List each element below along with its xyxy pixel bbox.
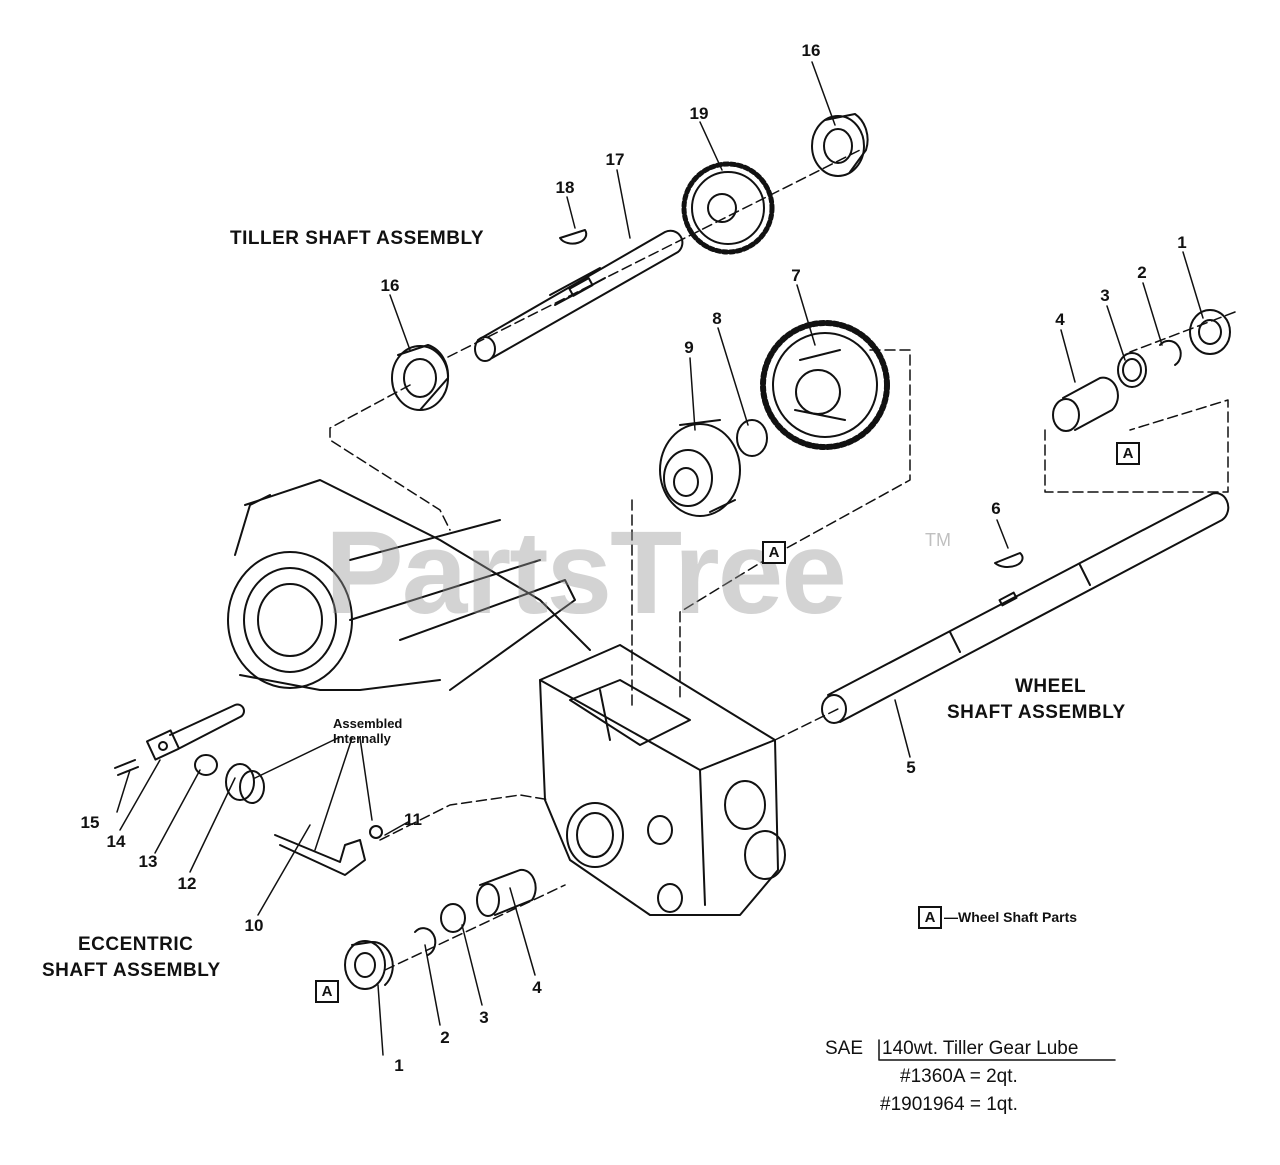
gear-7 [760, 320, 890, 450]
wheel-shaft-assembly-title-line1: WHEEL [1015, 676, 1087, 697]
wheel-shaft-assembly-title-line2: SHAFT ASSEMBLY [947, 702, 1126, 723]
part-number-1-top[interactable]: 1 [1177, 233, 1187, 252]
part-number-17[interactable]: 17 [605, 150, 625, 169]
part-number-5[interactable]: 5 [906, 758, 916, 777]
leader-lines [116, 61, 1204, 1056]
part-number-4-bottom[interactable]: 4 [532, 978, 542, 997]
callout-box-a-center: A [762, 541, 786, 564]
wheel-parts-top [1052, 309, 1231, 432]
part-number-3-top[interactable]: 3 [1100, 286, 1110, 305]
part-number-8[interactable]: 8 [712, 309, 722, 328]
gearbox-case [539, 644, 786, 916]
lube-spec: 140wt. Tiller Gear Lube [882, 1038, 1079, 1059]
part-number-9[interactable]: 9 [684, 338, 694, 357]
wheel-parts-bottom [344, 868, 537, 990]
lube-quantity-1360a: #1360A = 2qt. [900, 1066, 1018, 1087]
eccentric-shaft-assembly-title-line2: SHAFT ASSEMBLY [42, 960, 221, 981]
part-number-16-top[interactable]: 16 [801, 41, 821, 60]
sprocket-9 [659, 419, 741, 517]
part-number-18[interactable]: 18 [555, 178, 575, 197]
part-number-6[interactable]: 6 [991, 499, 1001, 518]
part-number-13[interactable]: 13 [138, 852, 158, 871]
part-number-3-bottom[interactable]: 3 [479, 1008, 489, 1027]
eccentric-shaft-assembly-title-line1: ECCENTRIC [78, 934, 194, 955]
part-number-10[interactable]: 10 [244, 916, 264, 935]
assembled-internally-line1: Assembled [333, 716, 403, 731]
tiller-housing [227, 479, 591, 691]
bearing-16-top [811, 113, 869, 177]
bearing-16-left [391, 344, 450, 411]
washer-8 [736, 419, 768, 457]
part-number-7[interactable]: 7 [791, 266, 801, 285]
part-number-15[interactable]: 15 [80, 813, 100, 832]
callout-box-a-lower-left: A [315, 980, 339, 1003]
tiller-shaft-assembly-title: TILLER SHAFT ASSEMBLY [230, 228, 484, 249]
assembled-internally-line2: Internally [333, 731, 391, 746]
part-number-11[interactable]: 11 [404, 810, 422, 829]
part-number-4-top[interactable]: 4 [1055, 310, 1065, 329]
part-number-1-bottom[interactable]: 1 [394, 1056, 404, 1075]
guide-lines [329, 149, 1236, 971]
part-number-12[interactable]: 12 [177, 874, 197, 893]
lube-quantity-1901964: #1901964 = 1qt. [880, 1094, 1018, 1115]
wheel-shaft-5 [821, 492, 1230, 724]
lube-prefix: SAE [825, 1038, 864, 1059]
watermark-tm: TM [925, 530, 951, 550]
legend-text: —Wheel Shaft Parts [944, 909, 1078, 925]
part-number-19[interactable]: 19 [689, 104, 709, 123]
assembled-internally-note: Assembled Internally [333, 716, 402, 746]
tiller-shaft [474, 229, 684, 362]
watermark-text: PartsTree [325, 507, 847, 639]
part-number-16-left[interactable]: 16 [380, 276, 400, 295]
gear-19 [681, 161, 775, 255]
legend-box: A [918, 906, 942, 929]
part-number-2-bottom[interactable]: 2 [440, 1028, 450, 1047]
part-number-2-top[interactable]: 2 [1137, 263, 1147, 282]
woodruff-key-18 [559, 229, 588, 245]
key-6 [994, 552, 1024, 568]
eccentric-parts [114, 703, 383, 876]
part-number-14[interactable]: 14 [106, 832, 126, 851]
callout-box-a-upper-right: A [1116, 442, 1140, 465]
